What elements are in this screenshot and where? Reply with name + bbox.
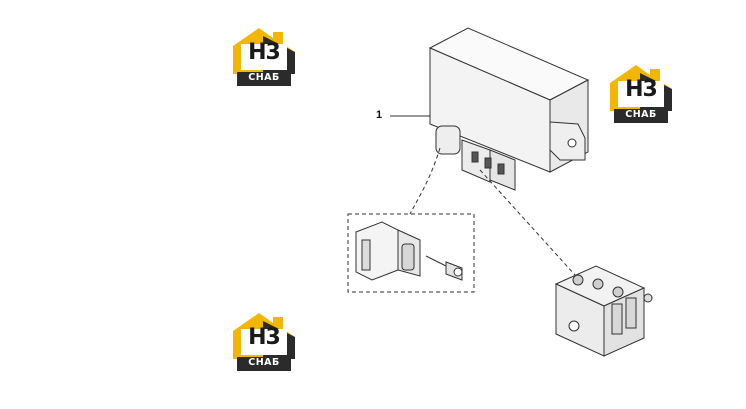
callout-1-label: 1 [376,109,383,121]
top-right-logo: H3 СНАБ [610,65,672,123]
bottom-left-logo: H3 СНАБ [233,313,295,371]
dashed-connectors [409,147,576,276]
logo-top-text: H3 [625,77,658,102]
logo-top-text: H3 [248,40,281,65]
connector-detail [355,221,463,281]
house-logo-icon [233,28,295,86]
house-logo-icon [233,313,295,371]
house-logo-icon [610,65,672,123]
logo-bottom-text: СНАБ [248,357,280,368]
logo-bottom-text: СНАБ [625,109,657,120]
logo-bottom-text: СНАБ [248,72,280,83]
detail-frame [347,213,475,293]
terminal-block [554,265,653,357]
top-left-logo: H3 СНАБ [233,28,295,86]
logo-top-text: H3 [248,325,281,350]
relay-box [428,27,590,191]
